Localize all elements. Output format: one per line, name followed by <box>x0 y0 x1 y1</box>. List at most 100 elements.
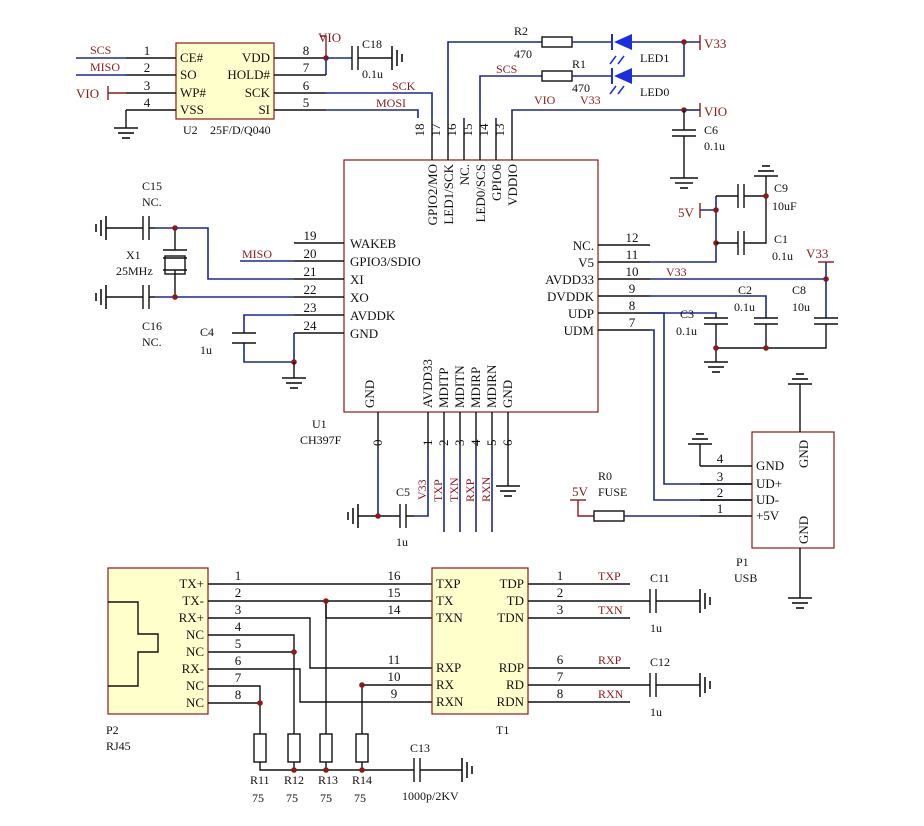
r1-ref: R1 <box>572 57 586 71</box>
net-txp-label-u1: TXP <box>431 479 445 502</box>
u1-pin20-num: 20 <box>304 246 317 261</box>
u1-pin15-num: 15 <box>460 124 475 137</box>
u1-pin0-num: 0 <box>370 440 385 447</box>
net-miso-label: MISO <box>90 60 120 74</box>
p2-pin1-num: 1 <box>235 568 242 583</box>
p2-pin7-num: 7 <box>235 670 242 685</box>
t1-pin16-name: TXP <box>436 576 461 591</box>
u1-value: CH397F <box>300 433 342 447</box>
u2-pin1-num: 1 <box>144 43 151 58</box>
net-scs-label: SCS <box>90 43 111 57</box>
c1-ref: C1 <box>774 232 788 246</box>
c5-ref: C5 <box>396 485 410 499</box>
net-rxn-label-u1: RXN <box>479 476 493 502</box>
t1-ref: T1 <box>496 723 509 737</box>
u1-pin12-num: 12 <box>626 230 639 245</box>
u1-pin9-num: 9 <box>629 281 636 296</box>
u1-pin8-num: 8 <box>629 298 636 313</box>
t1-right-pins: TDP TD TDN RDP RD RDN 1 2 3 6 7 8 <box>497 568 564 709</box>
c11-value: 1u <box>650 621 662 635</box>
ground-icon <box>704 361 728 373</box>
ground-icon <box>496 485 520 497</box>
p2-value: RJ45 <box>106 739 131 753</box>
u1-pin5-name: MDIRN <box>484 364 499 408</box>
p2-pin3-name: RX+ <box>179 610 204 625</box>
u2-ref: U2 <box>183 123 198 137</box>
u1-pin1-num: 1 <box>420 440 435 447</box>
c4-ref: C4 <box>200 325 214 339</box>
u2-pin3-num: 3 <box>144 78 151 93</box>
t1-pin3-name: TDN <box>497 610 524 625</box>
p2-pin2-num: 2 <box>235 585 242 600</box>
r12-value: 75 <box>286 791 298 805</box>
t1-pin1-num: 1 <box>557 568 564 583</box>
u1-pin15-name: LED0/SCS <box>473 164 488 223</box>
c12-value: 1u <box>650 705 662 719</box>
t1-pin6-num: 6 <box>557 652 564 667</box>
u2-pin5-num: 5 <box>303 95 310 110</box>
p2-pin4-num: 4 <box>235 619 242 634</box>
u1-pin13-num: 13 <box>492 124 507 137</box>
u2-body <box>175 42 275 120</box>
p1-pin4-num: 4 <box>717 451 724 466</box>
r0-ref: R0 <box>598 469 612 483</box>
c3-ref: C3 <box>680 307 694 321</box>
p1-pin2-name: UD- <box>756 492 779 507</box>
u1-pin14-name: GPIO6 <box>489 164 504 201</box>
u2-pin8-name: VDD <box>242 50 270 65</box>
p2-pin8-num: 8 <box>235 687 242 702</box>
u1-pin6-name: GND <box>500 380 515 408</box>
t1-pin11-name: RXP <box>436 660 461 675</box>
u1-pin24-name: GND <box>350 326 378 341</box>
u1-pin22-name: XO <box>350 290 369 305</box>
net-sck-label: SCK <box>392 79 416 93</box>
p2-ref: P2 <box>106 723 119 737</box>
rj45-jack-icon <box>108 601 159 687</box>
u1-pin18-name: GPIO2/MO <box>425 164 440 225</box>
ground-icon <box>699 673 711 697</box>
r14-ref: R14 <box>352 773 372 787</box>
c6-value: 0.1u <box>704 139 725 153</box>
ground-icon <box>788 373 812 385</box>
t1-pin15-name: TX <box>436 593 454 608</box>
p2-pin5-num: 5 <box>235 636 242 651</box>
c13-ref: C13 <box>410 741 430 755</box>
c1-value: 0.1u <box>772 249 793 263</box>
t1-pin2-num: 2 <box>557 585 564 600</box>
c2-ref: C2 <box>738 283 752 297</box>
u1-pin20-name: GPIO3/SDIO <box>350 254 421 269</box>
c15-symbol <box>106 216 155 240</box>
ground-icon <box>347 504 359 528</box>
t1-pin11-num: 11 <box>388 652 401 667</box>
t1-pin1-name: TDP <box>499 576 524 591</box>
x1-symbol <box>164 255 186 275</box>
c3-value: 0.1u <box>676 324 697 338</box>
ground-icon <box>461 758 473 782</box>
u1-bottom-pins: GND AVDD33 MDITP MDITN MDIRP MDIRN GND 0… <box>362 359 515 452</box>
u1-pin10-num: 10 <box>626 264 639 279</box>
x1-ref: X1 <box>126 248 141 262</box>
u1-pin12-name: NC. <box>573 238 594 253</box>
u1-pin6-num: 6 <box>500 439 515 446</box>
u1-ref: U1 <box>312 417 327 431</box>
u1-body <box>343 159 599 413</box>
u1-pin11-name: V5 <box>578 255 594 270</box>
u2-pin2-num: 2 <box>144 60 151 75</box>
t1-pin3-num: 3 <box>557 602 564 617</box>
c12-ref: C12 <box>650 655 670 669</box>
t1-pin14-name: TXN <box>436 610 463 625</box>
net-vio-label-c6: VIO <box>704 104 727 119</box>
u1-pin10-name: AVDD33 <box>545 272 594 287</box>
c2-value: 0.1u <box>734 300 755 314</box>
t1-pin9-num: 9 <box>391 686 398 701</box>
p2-pin3-num: 3 <box>235 602 242 617</box>
u1-pin8-name: UDP <box>568 306 594 321</box>
c11-ref: C11 <box>650 571 670 585</box>
net-v33-label-c8: V33 <box>806 246 828 261</box>
p1-pin1-name: +5V <box>756 508 780 523</box>
c8-value: 10u <box>792 300 810 314</box>
p1-shield-bottom: GND <box>796 516 811 544</box>
u1-pin2-num: 2 <box>436 440 451 447</box>
r13-ref: R13 <box>318 773 338 787</box>
